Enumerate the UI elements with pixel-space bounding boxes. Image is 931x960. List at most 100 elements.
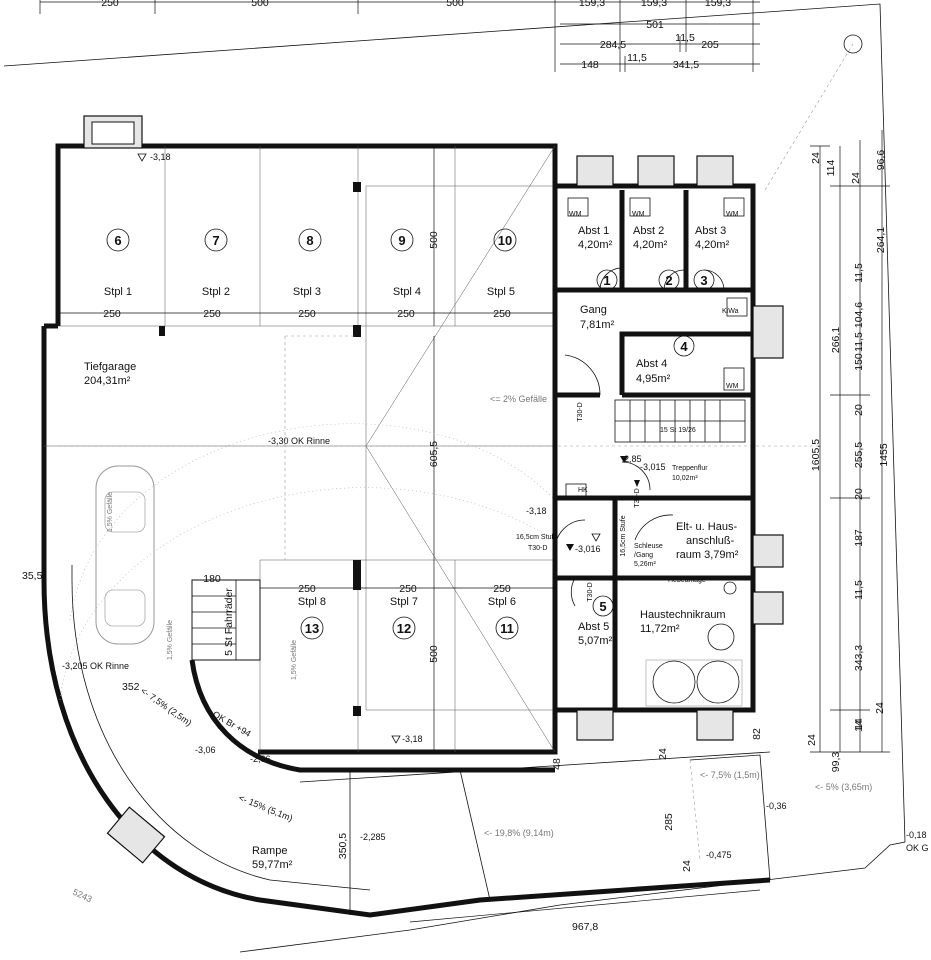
lvl-2285: -2,285 [360,832,386,842]
space-num-6: 6 [114,233,121,248]
lvl-3016: -3,016 [575,544,601,554]
stufe-165b: 16,5cm Stufe [620,515,627,556]
abst3-name: Abst 3 [695,225,726,237]
dim-285: 285 [663,813,675,831]
treppenflur-name: Treppenflur [672,465,708,472]
rampe-area: 59,77m² [252,859,293,871]
dim-501: 501 [646,19,664,31]
property-boundary [3,3,906,953]
door-swings [554,267,725,607]
lvl-285: 2,85 [624,454,642,464]
dim-r-14b: 14 [853,718,865,730]
rinne-left: -3,205 OK Rinne [62,661,129,671]
stpl-5: Stpl 5 [487,286,515,298]
haustechnik-name: Haustechnikraum [640,609,726,621]
dim-352: 352 [122,681,140,693]
bike-stairs [191,579,261,661]
kiwa-label: KiWa [722,308,739,315]
internal-stair [614,399,746,443]
stpl-depth-bottom: 500 [428,645,440,663]
lvl-266: -2,66 [250,754,271,764]
gang-area: 7,81m² [580,319,615,331]
dim-r-14: 14 [853,720,865,732]
dim-r-114: 114 [825,159,837,176]
dim-115b: 11,5 [627,52,647,64]
abst2-num: 2 [665,273,672,288]
dim-r-20a: 20 [853,404,865,416]
slope-5: <- 5% (3,65m) [815,782,872,792]
dim-r-24: 24 [874,702,886,714]
stpl-1: Stpl 1 [104,286,132,298]
tiefgarage-name: Tiefgarage [84,361,136,373]
dim-r-24b2: 24 [806,734,818,746]
hk-label: HK [578,487,588,494]
space-num-11: 11 [500,621,514,636]
dim-3505: 350,5 [337,833,349,859]
dim-48: 48 [551,758,563,770]
lvl-3015: -3,015 [640,462,666,472]
right-dimensions: 24 114 24 96,6 264,1 11,5 104,6 11,5 266… [806,130,890,772]
dim-r-115b: 11,5 [853,332,865,352]
space-num-7: 7 [212,233,219,248]
space-num-10: 10 [498,233,512,248]
t30-d: T30-D [587,582,594,601]
schleuse-name: Schleuse [634,543,663,550]
lvl-top: -3,18 [150,152,171,162]
dim-r-2661: 266,1 [830,327,842,353]
abst1-area: 4,20m² [578,239,613,251]
lvl-306: -3,06 [195,745,216,755]
dim-top-2: 500 [446,0,464,9]
t30-a: T30-D [577,402,584,421]
corner-marker [843,34,863,54]
dim-top-5: 159,3 [705,0,731,9]
gefaelle-15b: 1,5% Gefälle [167,620,174,660]
dim-r-993: 99,3 [830,752,842,773]
wm-label-4: WM [726,383,739,390]
stairs-label: 5 St Fahrräder [223,588,235,656]
abst5-num: 5 [599,599,606,614]
dim-top-0: 250 [101,0,119,9]
gefaelle-15a: 1,5% Gefälle [107,492,114,532]
wm-label-3: WM [726,211,739,218]
dim-r-20b: 20 [853,488,865,500]
stpl-width-8: 250 [298,583,316,595]
schleuse-sub: /Gang [634,552,653,559]
dim-r-3433: 343,3 [853,645,865,671]
dim-9678: 967,8 [572,921,598,933]
stpl-width-3: 250 [298,308,316,320]
gang-name: Gang [580,304,607,316]
parking-labels: 6 7 8 9 10 Stpl 1 Stpl 2 Stpl 3 Stpl 4 S… [103,228,519,663]
abst2-area: 4,20m² [633,239,668,251]
stpl-width-4: 250 [397,308,415,320]
stpl-width-2: 250 [203,308,221,320]
rampe-name: Rampe [252,845,287,857]
dim-r-115: 11,5 [853,263,865,283]
dim-3415: 341,5 [673,59,699,71]
elt-line3: raum 3,79m² [676,549,739,561]
top-dimensions: 250 500 500 159,3 159,3 159,3 501 284,5 … [39,0,760,72]
abst4-area: 4,95m² [636,373,671,385]
stpl-width-1: 250 [103,308,121,320]
level-markers [137,153,640,744]
lvl-bottom: -3,18 [402,734,423,744]
seal-number: 5243 [71,887,93,905]
abst3-num: 3 [700,273,707,288]
gefaelle-2: <= 2% Gefälle [490,394,547,404]
space-num-13: 13 [305,621,319,636]
slope-15: <- 15% (5,1m) [237,793,294,824]
abst5-area: 5,07m² [578,635,613,647]
abst4-name: Abst 4 [636,358,667,370]
lvl-ewall: -3,18 [526,506,547,516]
ramp-area [106,754,771,915]
dim-r-2641: 264,1 [875,227,887,253]
dim-r-2555: 255,5 [853,442,865,468]
dim-top-3: 159,3 [579,0,605,9]
dim-3535: 35,5 [22,570,43,582]
ok-g-label: OK G [906,843,929,853]
diagonal-guide [764,43,854,191]
dim-115a: 11,5 [675,32,695,44]
dim-r-24a: 24 [810,152,822,164]
dim-205: 205 [701,39,719,51]
wm-label-1: WM [569,211,582,218]
